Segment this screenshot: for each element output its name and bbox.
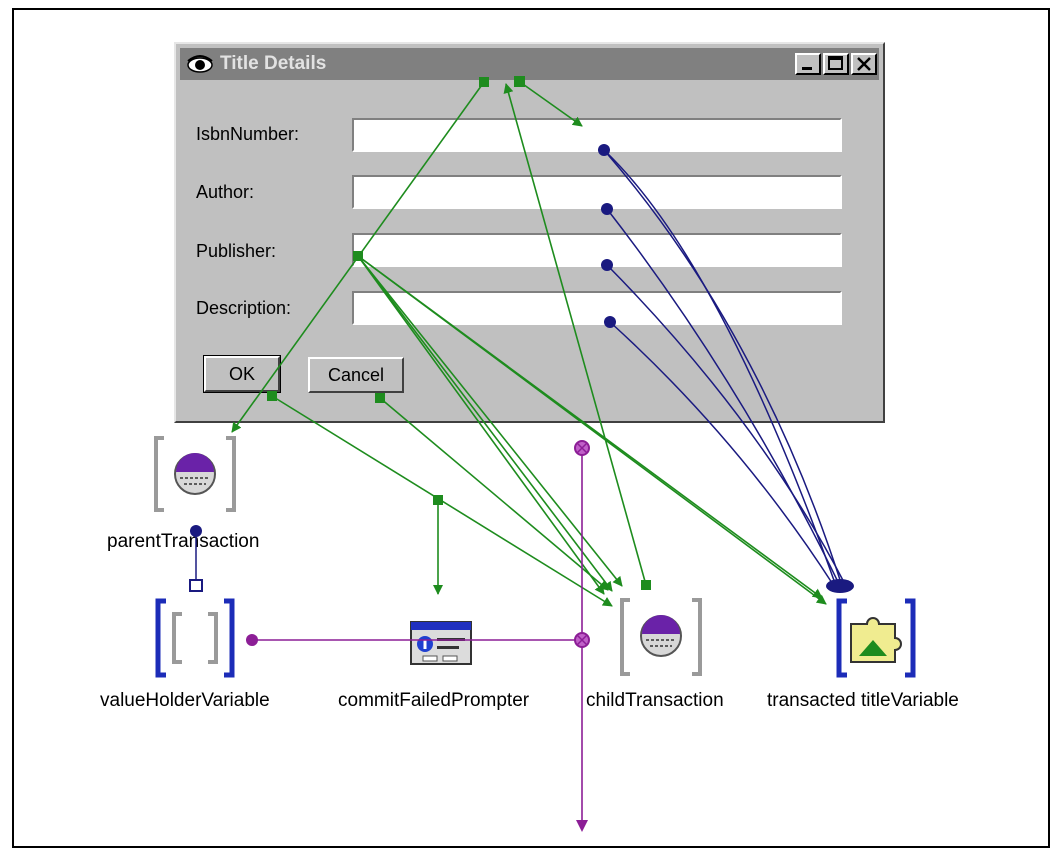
puzzle-icon[interactable]: [833, 598, 919, 678]
commit-failed-prompter-label: commitFailedPrompter: [338, 690, 530, 711]
maximize-icon: [828, 56, 843, 70]
title-variable-label: transacted titleVariable: [767, 690, 959, 711]
close-icon: [857, 57, 871, 71]
publisher-label: Publisher:: [196, 241, 277, 261]
description-field[interactable]: [352, 291, 842, 325]
value-holder-icon[interactable]: [152, 598, 238, 678]
author-label: Author:: [196, 182, 255, 202]
value-holder-label: valueHolderVariable: [100, 690, 270, 711]
window-titlebar[interactable]: Title Details: [180, 48, 879, 80]
window-title: Title Details: [220, 53, 327, 74]
minimize-button[interactable]: [795, 53, 821, 75]
isbn-field[interactable]: [352, 118, 842, 152]
minimize-icon: [802, 67, 812, 70]
parent-transaction-label: parentTransaction: [107, 531, 260, 552]
cancel-button[interactable]: Cancel: [308, 357, 404, 393]
description-label: Description:: [196, 298, 292, 318]
author-field[interactable]: [352, 175, 842, 209]
ok-button[interactable]: OK: [203, 355, 281, 393]
child-transaction-label: childTransaction: [586, 690, 724, 711]
isbn-label: IsbnNumber:: [196, 124, 300, 144]
eye-icon: [187, 55, 213, 73]
publisher-field[interactable]: [352, 233, 842, 267]
close-button[interactable]: [851, 53, 877, 75]
child-transaction-icon[interactable]: [618, 598, 704, 676]
maximize-button[interactable]: [823, 53, 849, 75]
parent-transaction-icon[interactable]: [152, 436, 238, 512]
prompter-icon[interactable]: [409, 620, 473, 666]
title-details-window[interactable]: Title Details IsbnNumber: Author: Publis…: [174, 42, 885, 423]
